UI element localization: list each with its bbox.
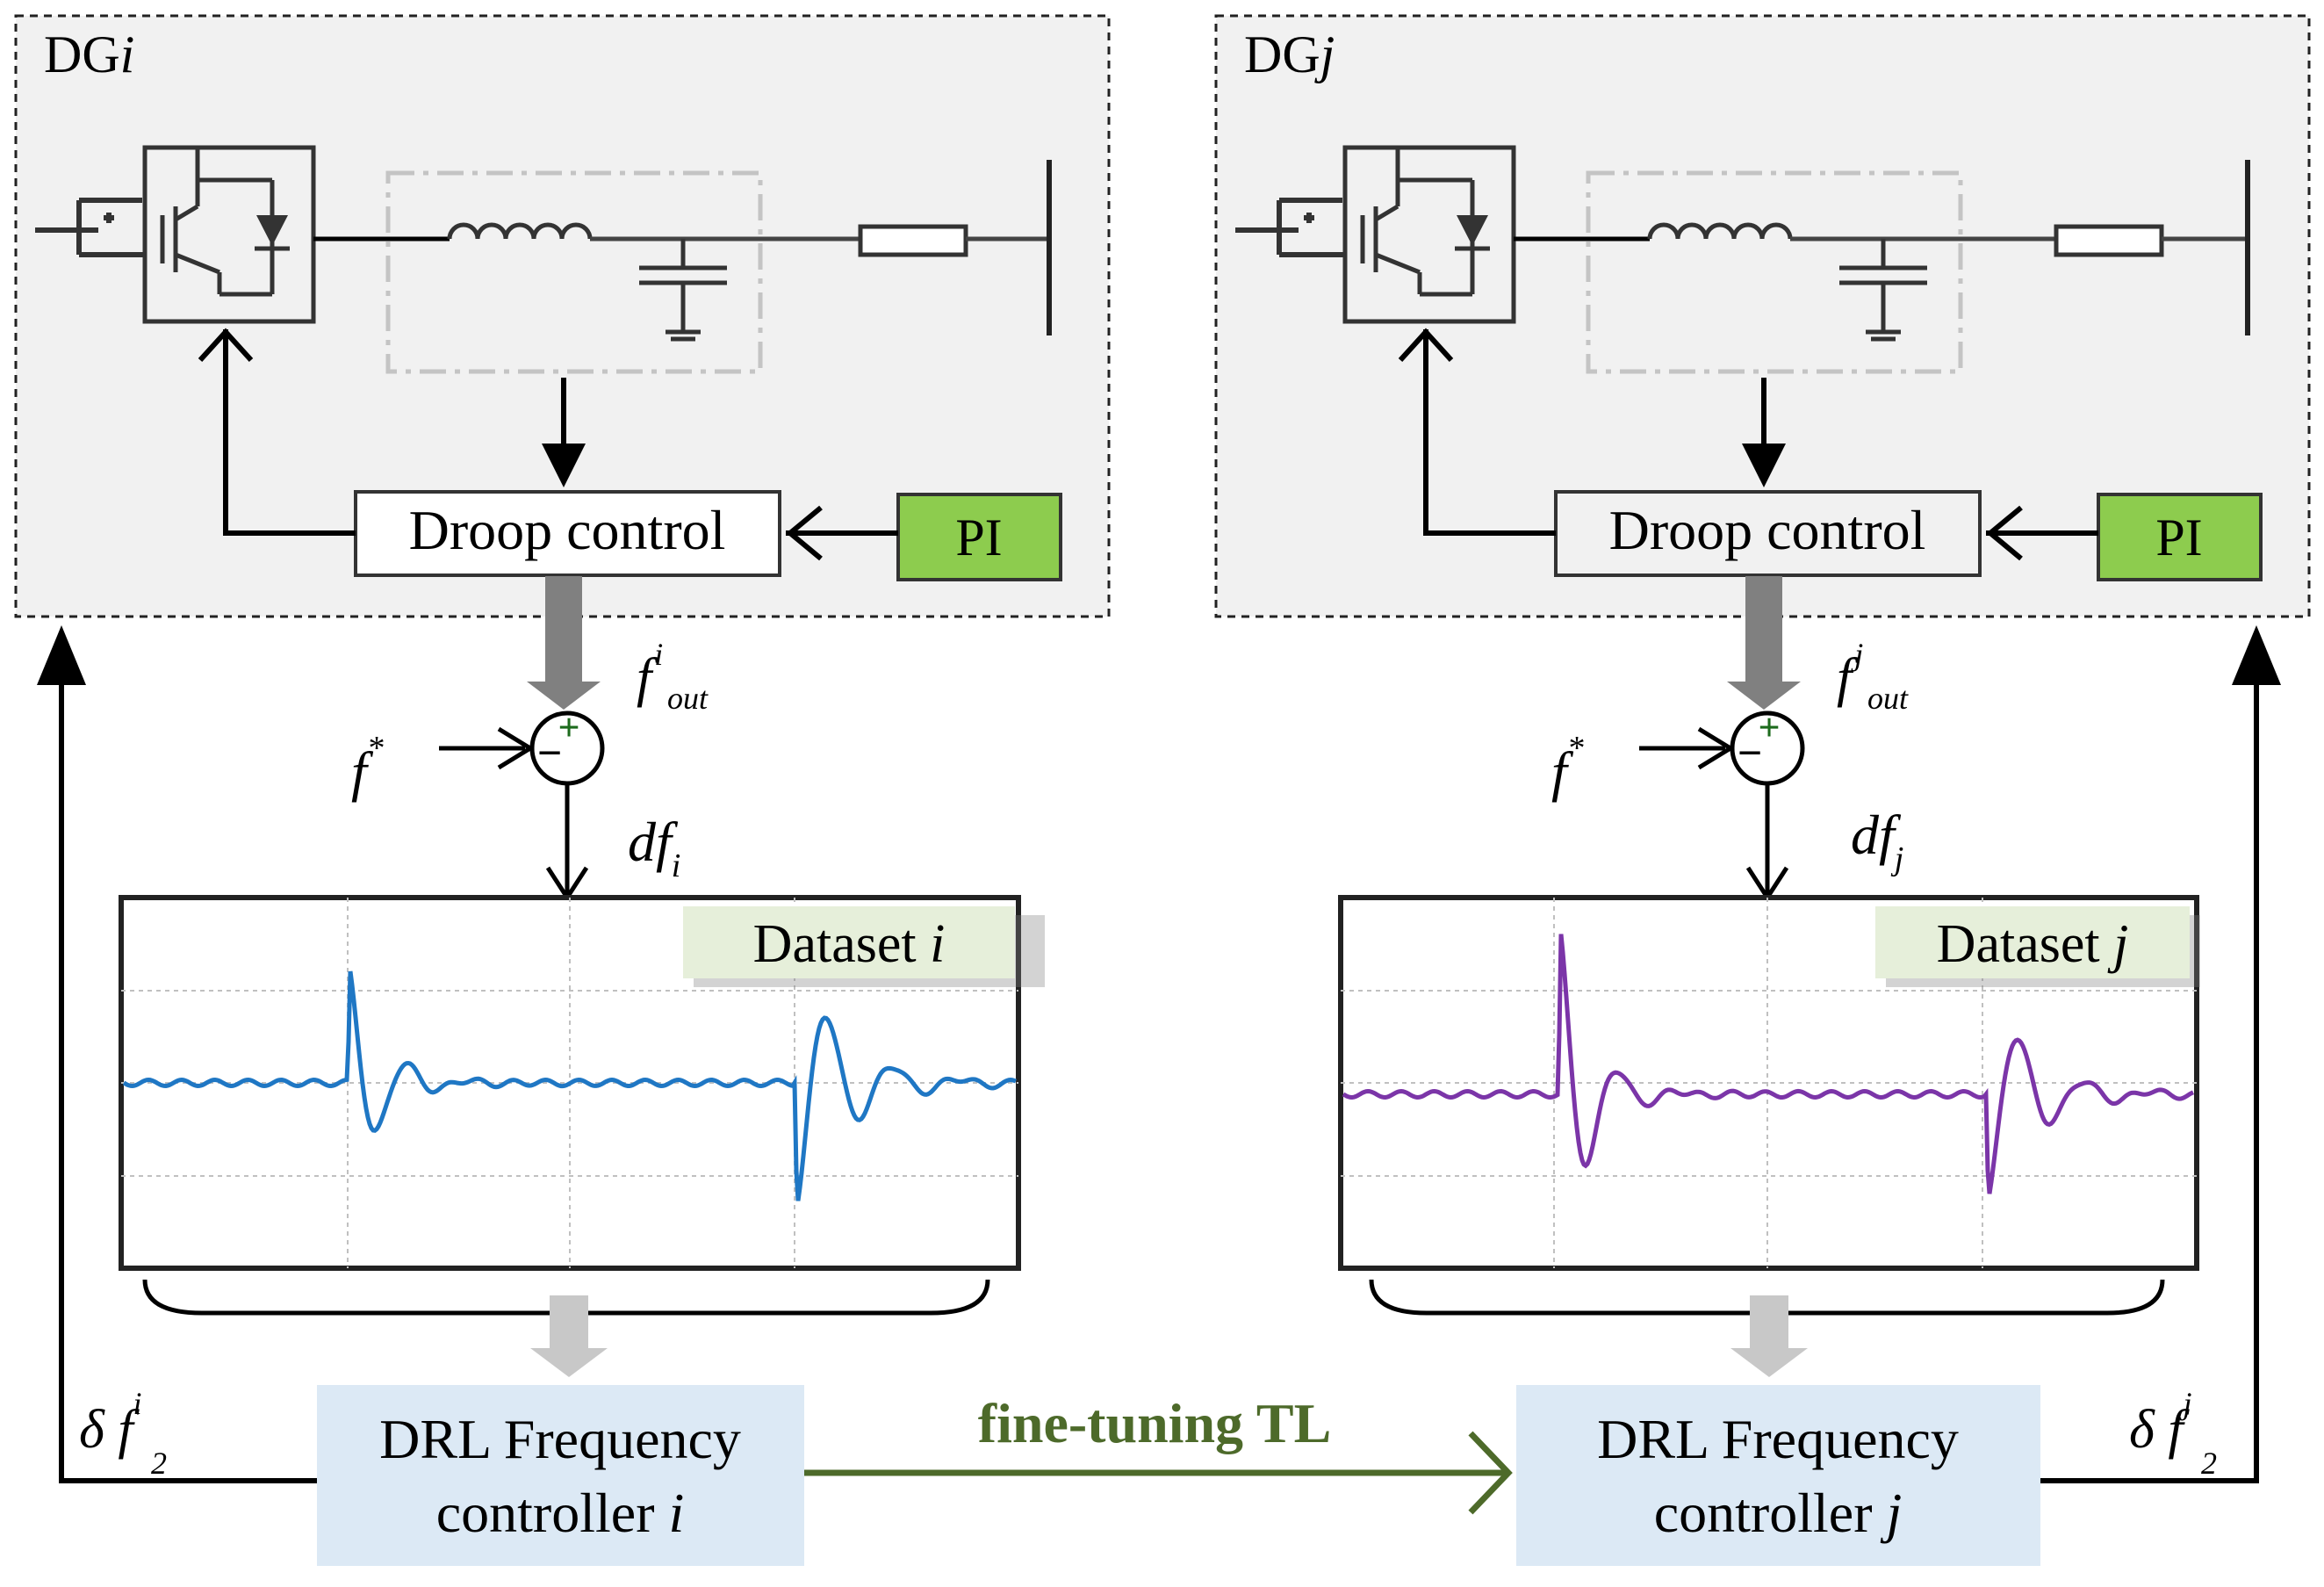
transfer-arrow-head (1468, 1431, 1513, 1515)
sum-plus-j: + (1758, 706, 1780, 749)
dataset-j-label-box (1875, 906, 2190, 978)
fstar-i-label: f* (351, 730, 384, 803)
inverter-icon (1342, 145, 1516, 324)
drl-controller-i-box (317, 1385, 804, 1566)
pi-block (896, 493, 1062, 581)
df-i-label: dfi (628, 811, 680, 884)
dataset-j-label: Dataset j (1937, 914, 2129, 974)
lc-filter-box (1586, 170, 1963, 374)
pi-label: PI (955, 509, 1002, 566)
line-resistor-icon (858, 224, 968, 257)
dataset-i-frequency-trace (122, 970, 1017, 1201)
fout-arrow-shaft (1745, 576, 1782, 682)
pi-label: PI (2155, 509, 2202, 566)
lc-filter-box (385, 170, 763, 374)
transfer-label: fine-tuning TL (978, 1392, 1332, 1454)
droop-control-label: Droop control (1609, 499, 1926, 561)
pi-block (2097, 493, 2263, 581)
dg-j-label: DGj (1244, 25, 1335, 83)
delta-f2-j-label: δ fj2 (2129, 1386, 2217, 1481)
fout-arrow-shaft (545, 576, 582, 682)
sum-minus-i: − (537, 728, 563, 777)
drl-controller-j-line2: controller j (1654, 1482, 1903, 1544)
dataset-i-label-box (683, 906, 1015, 978)
df-j-label: dfj (1851, 804, 1903, 877)
fout-j-label: fjout (1837, 637, 1909, 716)
drl-j-feedback-arrow (2040, 650, 2259, 1483)
inverter-icon (142, 145, 316, 324)
dg-i-label: DGi (44, 25, 134, 83)
droop-control-box (1554, 490, 1982, 577)
dataset-j-frequency-trace (1342, 934, 2195, 1194)
dg-i-module: DGi (14, 14, 1111, 1566)
inductor-icon (1647, 222, 1793, 240)
dataset-j-grid (1341, 898, 2197, 1268)
drl-i-feedback-arrow (59, 650, 317, 1483)
dataset-i-label: Dataset i (753, 914, 946, 974)
droop-to-inverter-arrow (1423, 329, 1556, 536)
inductor-icon (447, 222, 593, 240)
dg-j-module: DGj (1214, 14, 2311, 1566)
dataset-i-to-drl-arrow (550, 1295, 588, 1348)
drl-controller-j-box (1516, 1385, 2040, 1566)
dc-source-icon (1235, 198, 1345, 257)
fstar-j-label: f* (1551, 730, 1584, 803)
droop-control-box (354, 490, 781, 577)
droop-control-label: Droop control (409, 499, 726, 561)
dc-source-icon (35, 198, 145, 257)
capacitor-icon (1839, 239, 1927, 342)
droop-to-inverter-arrow (223, 329, 356, 536)
dataset-j-to-drl-arrow (1750, 1295, 1788, 1348)
capacitor-icon (639, 239, 727, 342)
sum-plus-i: + (558, 706, 579, 749)
drl-controller-j-line1: DRL Frequency (1597, 1408, 1959, 1470)
fout-i-label: fiout (637, 637, 709, 716)
fine-tuning-transfer: fine-tuning TL (804, 1392, 1513, 1515)
sum-minus-j: − (1738, 728, 1763, 777)
delta-f2-i-label: δ fi2 (79, 1386, 167, 1481)
line-resistor-icon (2054, 224, 2164, 257)
drl-controller-i-line2: controller i (436, 1482, 685, 1544)
drl-controller-i-line1: DRL Frequency (379, 1408, 741, 1470)
